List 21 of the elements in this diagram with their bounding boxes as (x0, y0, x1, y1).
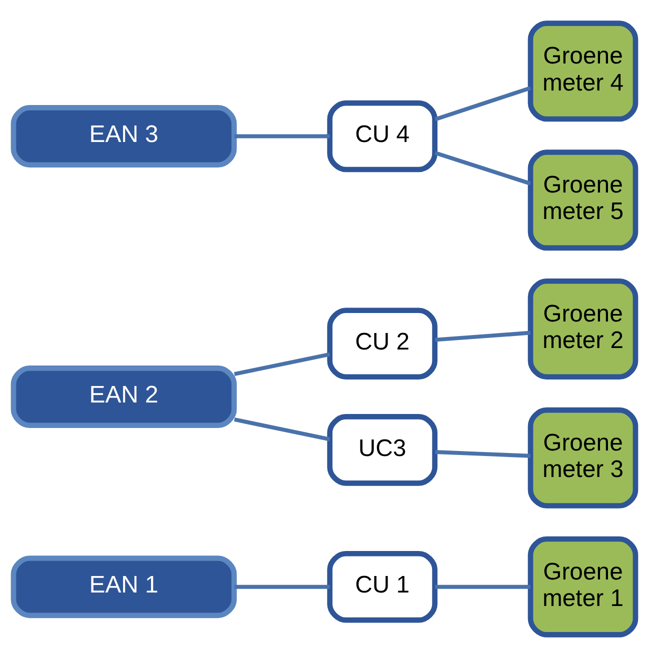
connector (234, 134, 330, 138)
node-box: UC3 (327, 414, 438, 486)
node-box: Groene meter 3 (528, 406, 638, 508)
node-box: Groene meter 1 (528, 536, 638, 637)
connector (435, 584, 530, 588)
connector (234, 352, 330, 376)
node-box: Groene meter 5 (528, 149, 638, 250)
node-box: EAN 1 (10, 555, 237, 618)
node-box: CU 1 (327, 550, 438, 622)
node-box: CU 2 (327, 307, 438, 379)
node-box: EAN 2 (10, 365, 237, 428)
node-box: Groene meter 4 (528, 20, 638, 122)
node-box: Groene meter 2 (528, 278, 638, 379)
node-box: CU 4 (327, 100, 438, 172)
connector (435, 330, 531, 342)
connector (234, 584, 330, 588)
connector (434, 150, 532, 185)
connector (435, 450, 530, 458)
connector (234, 417, 330, 441)
node-box: EAN 3 (10, 104, 237, 168)
connector (434, 86, 532, 121)
